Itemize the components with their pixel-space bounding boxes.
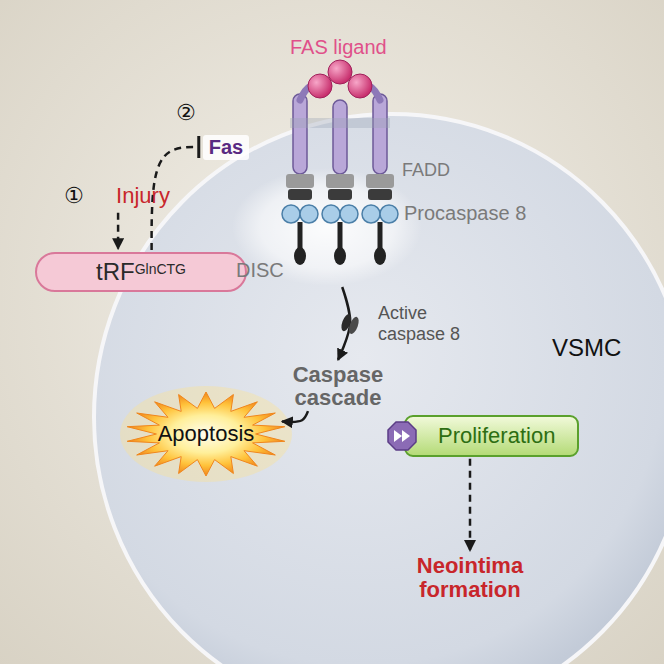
node-text: Caspase cascade: [278, 363, 398, 409]
fas-receptors: [290, 85, 390, 174]
process-box: Proliferation: [404, 415, 579, 456]
burst-fill: [127, 392, 285, 476]
node-text: DISC: [236, 259, 284, 282]
active-caspase-icon: [339, 313, 360, 335]
node-text: Fas: [209, 136, 243, 159]
text-line: tRFGlnCTG: [96, 258, 186, 286]
fast-forward-icon: [388, 422, 416, 450]
edge-label: Active caspase 8: [378, 303, 473, 344]
pathway-step: Caspase cascade: [278, 363, 398, 409]
node-subtext: GlnCTG: [135, 261, 186, 277]
node-text: VSMC: [552, 334, 621, 362]
fadd-adaptors: [286, 174, 394, 200]
arrow-line: [117, 213, 120, 249]
trna-fragment-pill: tRFGlnCTG: [35, 252, 247, 292]
arrow-line: [282, 411, 308, 422]
stimulus-label: Injury: [114, 182, 172, 209]
node-text: Proliferation: [438, 423, 555, 448]
node-text: Apoptosis: [158, 421, 255, 446]
arrow-line: [469, 459, 472, 551]
outcome-label: Neointima formation: [405, 554, 535, 602]
outline-fill: [94, 114, 664, 664]
burst-glow: [120, 386, 292, 482]
part-label: FADD: [402, 160, 450, 181]
part-label: Procaspase 8: [404, 202, 526, 225]
procaspase-8: [282, 205, 398, 265]
node-text: Injury: [116, 183, 170, 208]
node-text: Neointima formation: [405, 554, 535, 602]
node-text: tRF: [96, 258, 135, 285]
callout-number: ②: [176, 100, 196, 125]
fas-ligand-trimer: [308, 60, 372, 98]
apoptosis-burst: Apoptosis: [126, 392, 286, 476]
inhibition-line: [152, 147, 199, 250]
receptor-label-box: Fas: [203, 135, 249, 160]
outline-fill: [232, 168, 422, 286]
ligand-label: FAS ligand: [290, 36, 387, 59]
callout-number: ①: [64, 183, 84, 208]
